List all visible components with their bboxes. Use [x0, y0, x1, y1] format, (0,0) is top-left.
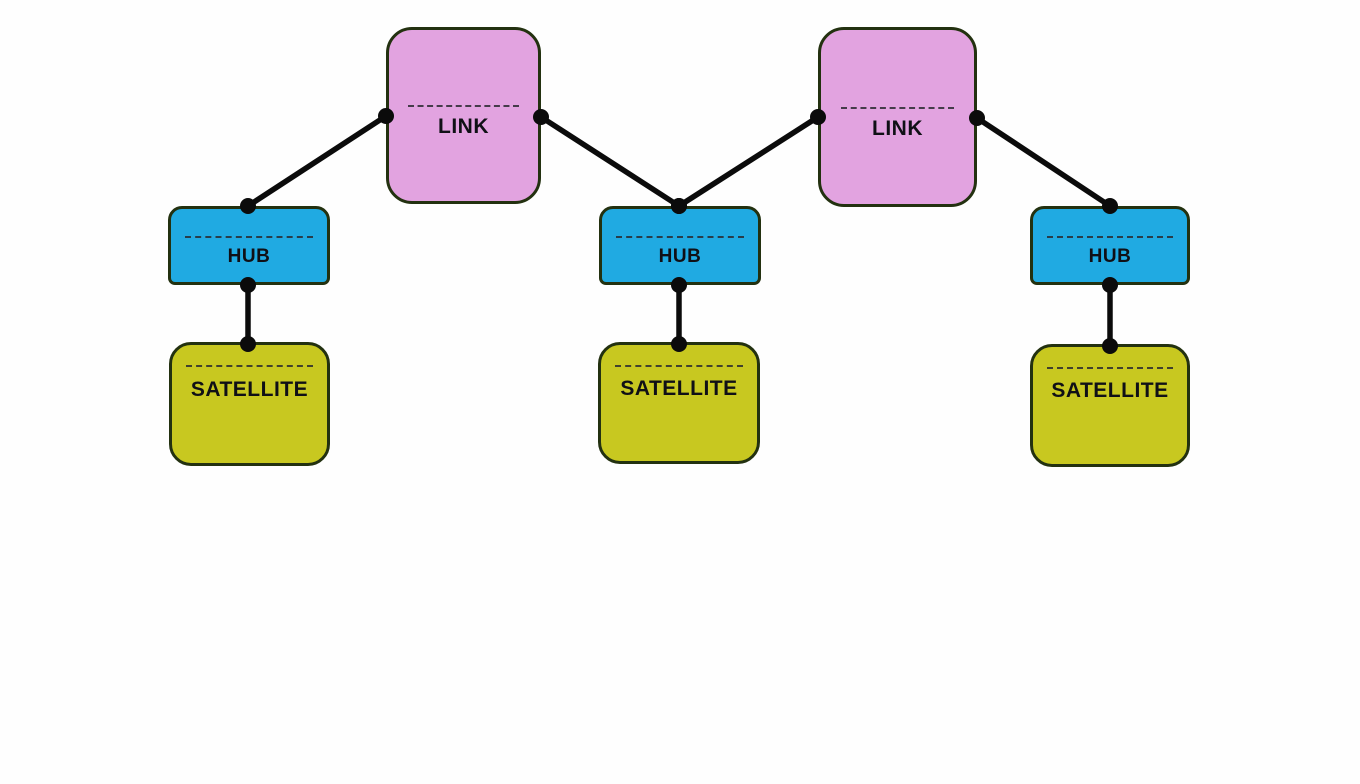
hub-3-label: HUB: [1088, 246, 1132, 268]
connector-line-link-1-hub-1: [245, 113, 389, 209]
sat-1-label: SATELLITE: [190, 377, 309, 401]
hub-1-node: HUB: [168, 206, 330, 285]
hub-2-label: HUB: [658, 246, 702, 268]
sat-3-node: SATELLITE: [1030, 344, 1190, 467]
hub-3-node: HUB: [1030, 206, 1190, 285]
connector-line-link-1-hub-2: [538, 114, 682, 209]
node-divider: [185, 365, 314, 368]
sat-3-label: SATELLITE: [1051, 379, 1169, 403]
sat-2-node: SATELLITE: [598, 342, 760, 464]
link-2-node: LINK: [818, 27, 977, 207]
connector-line-link-2-hub-3: [974, 115, 1113, 209]
node-divider: [615, 364, 743, 367]
link-2-label: LINK: [872, 117, 923, 141]
connector-line-link-2-hub-2: [676, 114, 821, 209]
node-divider: [616, 236, 744, 238]
hub-2-node: HUB: [599, 206, 761, 285]
link-1-label: LINK: [438, 115, 489, 139]
node-divider: [1046, 236, 1174, 238]
node-divider: [408, 105, 519, 108]
node-divider: [840, 106, 955, 109]
sat-1-node: SATELLITE: [169, 342, 330, 466]
node-divider: [185, 236, 313, 238]
hub-1-label: HUB: [227, 246, 271, 268]
link-1-node: LINK: [386, 27, 541, 204]
sat-2-label: SATELLITE: [620, 377, 738, 401]
node-divider: [1046, 366, 1174, 369]
